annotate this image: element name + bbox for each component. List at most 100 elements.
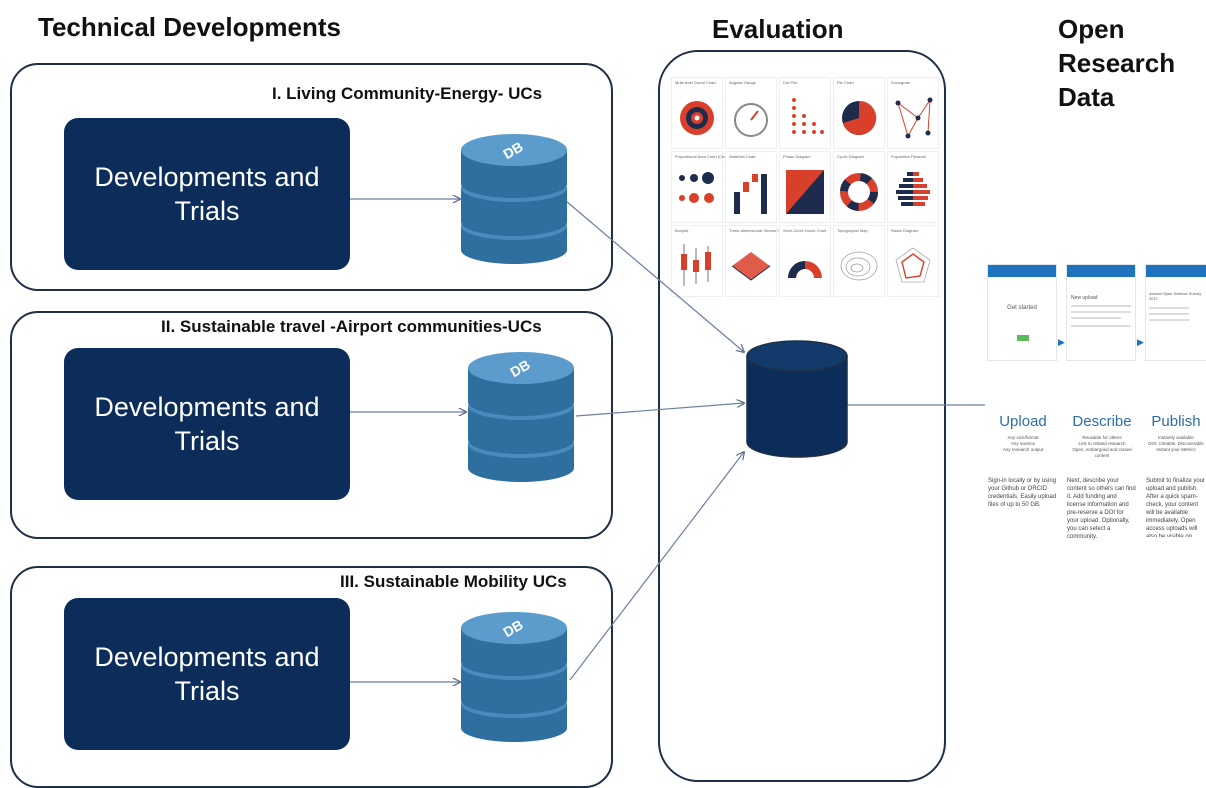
chart-thumbnail: Dot Plot — [780, 78, 830, 148]
step-feature: Any research output — [1002, 447, 1044, 452]
thumbnail-title: Radar Diagram — [891, 228, 919, 233]
step-feature: Instantly available — [1158, 435, 1194, 440]
heading-line: Research — [1058, 48, 1176, 78]
evaluation-database-icon — [746, 340, 848, 458]
phase-diagram-icon — [786, 170, 824, 214]
heading-line: Data — [1058, 82, 1115, 112]
open-research-data-heading: Open Research Data — [1058, 12, 1175, 114]
evaluation-panel — [658, 50, 946, 782]
developments-trials-box-3: Developments and Trials — [64, 598, 350, 750]
box-line: Trials — [174, 196, 240, 226]
db3-to-eval-db-arrow — [569, 452, 744, 681]
shot-label: Annual Open Science Survey 2017 — [1149, 291, 1202, 301]
box-line: Developments and — [94, 642, 320, 672]
chevron-right-icon: ▶ — [1137, 337, 1144, 347]
zenodo-workflow-graphic: Get started ▶ New upload ▶ Annual Open S… — [985, 265, 1206, 540]
chart-thumbnail: Angular Gauge — [726, 78, 776, 148]
thumbnail-title: Three-dimensional Stream Graph — [729, 228, 789, 233]
step-description-publish: Submit to finalize your upload and publi… — [1146, 478, 1206, 537]
thumbnail-title: Boxplot — [675, 228, 689, 233]
chart-thumbnail: Topographic Map — [834, 226, 884, 296]
thumbnail-title: Multi-level Donut Chart — [675, 80, 716, 85]
chart-thumbnail: Boxplot — [672, 226, 722, 296]
step-feature: Reusable for others — [1082, 435, 1122, 440]
chart-thumbnail: Multi-level Donut Chart — [672, 78, 722, 148]
waterfall-chart-icon — [734, 174, 767, 214]
developments-trials-box-2: Developments and Trials — [64, 348, 350, 500]
multi-level-donut-icon — [680, 101, 714, 135]
step-feature: Any science — [1010, 441, 1036, 446]
thumbnail-title: Phase Diagram — [783, 154, 811, 159]
stream-graph-icon — [731, 252, 771, 281]
thumbnail-title: Angular Gauge — [729, 80, 756, 85]
technical-developments-heading: Technical Developments — [38, 12, 341, 42]
zenodo-screenshot-describe: New upload — [1067, 265, 1135, 360]
evaluation-heading: Evaluation — [712, 14, 844, 44]
thumbnail-title: Proportional Area Chart (Circle) — [675, 154, 731, 159]
thumbnail-title: Cyclic Diagram — [837, 154, 864, 159]
use-case-title-2: II. Sustainable travel -Airport communit… — [161, 317, 542, 336]
thumbnail-title: Waterfall Chart — [729, 154, 756, 159]
thumbnail-title: Sociogram — [891, 80, 911, 85]
db2-to-eval-db-arrow — [575, 403, 744, 417]
database-icon: DB — [461, 612, 567, 742]
proportional-area-icon — [679, 172, 714, 203]
step-description-upload: Sign-in locally or by using your Github … — [988, 478, 1057, 508]
chart-thumbnail: Three-dimensional Stream Graph — [726, 226, 788, 296]
chart-thumbnail: Population Pyramid — [888, 152, 938, 222]
thumbnail-title: Topographic Map — [837, 228, 868, 233]
zenodo-screenshot-publish: Annual Open Science Survey 2017 — [1146, 265, 1206, 360]
thumbnail-title: Population Pyramid — [891, 154, 926, 159]
thumbnail-title: Dot Plot — [783, 80, 798, 85]
thumbnail-title: Pie Chart — [837, 80, 854, 85]
step-feature: Link to related research — [1078, 441, 1126, 446]
box-line: Trials — [174, 426, 240, 456]
chart-thumbnail: Cyclic Diagram — [834, 152, 884, 222]
chart-thumbnail: Phase Diagram — [780, 152, 830, 222]
boxplot-icon — [681, 244, 711, 286]
chart-thumbnail: Proportional Area Chart (Circle) — [672, 152, 731, 222]
chart-thumbnail-gallery: Multi-level Donut Chart Angular Gauge Do… — [672, 78, 938, 298]
use-case-title-3: III. Sustainable Mobility UCs — [340, 572, 567, 591]
shot-label: New upload — [1071, 295, 1098, 301]
heading-line: Open — [1058, 14, 1125, 44]
chart-thumbnail: Semi-Circle Donut Chart — [780, 226, 830, 296]
box-line: Developments and — [94, 162, 320, 192]
database-icon: DB — [461, 134, 567, 264]
step-features-describe: Reusable for others Link to related rese… — [1067, 435, 1137, 459]
db1-to-eval-db-arrow — [565, 200, 744, 352]
step-title-publish: Publish — [1151, 413, 1201, 430]
chevron-right-icon: ▶ — [1058, 337, 1065, 347]
shot-label: Get started — [1007, 305, 1037, 311]
sociogram-icon — [895, 97, 933, 139]
chart-thumbnail: Pie Chart — [834, 78, 884, 148]
angular-gauge-icon — [734, 103, 768, 137]
developments-trials-box-1: Developments and Trials — [64, 118, 350, 270]
database-icon: DB — [468, 352, 574, 482]
chart-thumbnail: Radar Diagram — [888, 226, 938, 296]
step-feature: Any size/format — [1007, 435, 1039, 440]
dot-plot-icon — [792, 98, 824, 134]
zenodo-screenshot-upload: Get started — [988, 265, 1056, 360]
chart-thumbnail: Waterfall Chart — [726, 152, 776, 222]
box-line: Developments and — [94, 392, 320, 422]
step-feature: Instant your Metrics — [1156, 447, 1196, 452]
chart-thumbnail: Sociogram — [888, 78, 938, 148]
box-line: Trials — [174, 676, 240, 706]
step-feature: DOI: Citeable, Discoverable — [1148, 441, 1204, 446]
pie-chart-icon — [842, 100, 877, 135]
step-description-describe: Next, describe your content so others ca… — [1067, 478, 1136, 540]
thumbnail-title: Semi-Circle Donut Chart — [783, 228, 827, 233]
step-title-describe: Describe — [1072, 413, 1132, 430]
radar-diagram-icon — [895, 247, 931, 283]
use-case-title-1: I. Living Community-Energy- UCs — [272, 84, 543, 103]
semi-circle-donut-icon — [788, 261, 822, 278]
step-feature: Open, embargoed and closed content — [1072, 447, 1132, 458]
cyclic-diagram-icon — [840, 173, 878, 211]
step-features-upload: Any size/format Any science Any research… — [988, 435, 1058, 453]
topographic-map-icon — [840, 251, 878, 281]
step-title-upload: Upload — [999, 413, 1047, 430]
population-pyramid-icon — [896, 172, 930, 206]
step-features-publish: Instantly available DOI: Citeable, Disco… — [1146, 435, 1206, 453]
